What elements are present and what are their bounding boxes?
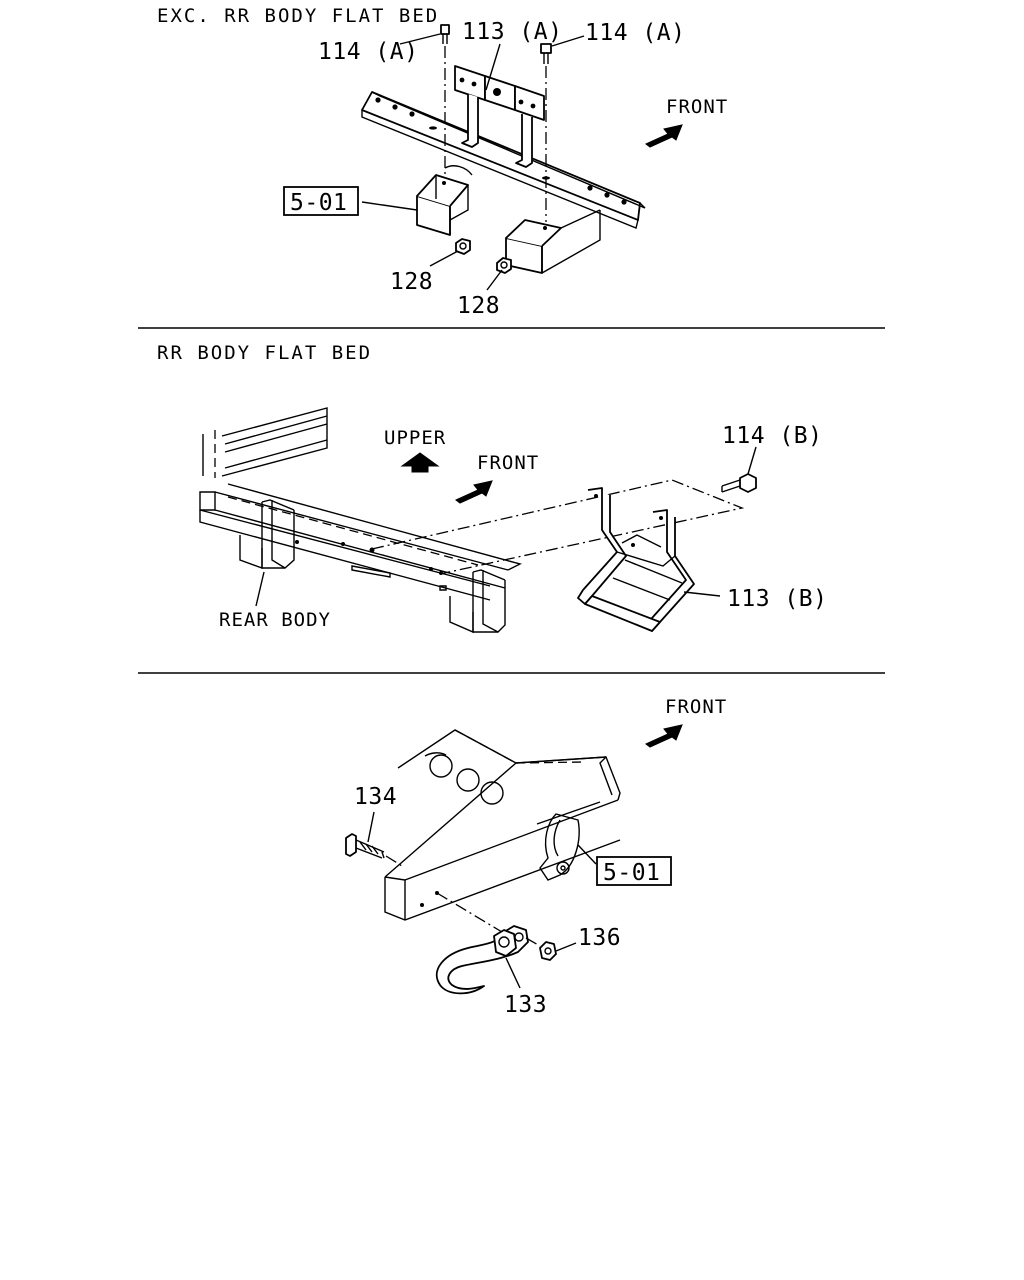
tow-hook-133 <box>435 925 529 995</box>
label-136: 136 <box>578 925 621 951</box>
label-5-01-top: 5-01 <box>290 190 347 216</box>
upper-label: UPPER <box>384 427 446 449</box>
rear-sill <box>199 483 522 601</box>
label-134: 134 <box>354 784 397 810</box>
front-arrow-icon <box>645 124 683 148</box>
section-title-top: EXC. RR BODY FLAT BED <box>157 5 439 27</box>
front-label-bottom: FRONT <box>665 696 727 718</box>
frame-end-left <box>416 165 473 236</box>
section-title-middle: RR BODY FLAT BED <box>157 342 372 364</box>
front-label-middle: FRONT <box>477 452 539 474</box>
label-114a-left: 114 (A) <box>318 39 418 65</box>
section-rr-body-flat-bed: RR BODY FLAT BED <box>157 342 827 634</box>
label-5-01-bottom: 5-01 <box>603 860 660 886</box>
bracket-113b <box>577 487 695 632</box>
ref-box-5-01-top <box>283 186 359 216</box>
cross-member <box>361 91 646 229</box>
nut-128-left <box>455 238 471 255</box>
bolt-114b <box>721 473 757 493</box>
nut-136 <box>525 937 557 961</box>
label-128-left: 128 <box>390 269 433 295</box>
upper-arrow-icon <box>400 452 440 473</box>
bolt-134 <box>345 833 385 859</box>
label-rear-body: REAR BODY <box>219 609 331 631</box>
hook-bracket <box>539 813 580 881</box>
rear-body-panel <box>202 407 328 478</box>
label-113a: 113 (A) <box>462 19 562 45</box>
label-114a-right: 114 (A) <box>585 20 685 46</box>
frame-rail <box>384 729 621 921</box>
bracket-113a <box>454 65 545 168</box>
frame-end-right <box>505 209 601 274</box>
bolt-114a-right <box>540 43 552 64</box>
front-arrow-icon-middle <box>455 480 493 504</box>
body-leg-right <box>449 569 506 634</box>
label-113b: 113 (B) <box>727 586 827 612</box>
nut-128-right <box>496 257 512 274</box>
body-leg-left <box>239 499 295 569</box>
section-tow-hook: FRONT <box>345 696 727 1018</box>
bolt-114a-left <box>440 24 450 44</box>
label-133: 133 <box>504 992 547 1018</box>
section-exc-rr-body-flat-bed: EXC. RR BODY FLAT BED <box>157 5 728 319</box>
label-114b: 114 (B) <box>722 423 822 449</box>
front-arrow-icon-bottom <box>645 724 683 748</box>
ref-box-5-01-bottom <box>596 856 672 886</box>
label-128-right: 128 <box>457 293 500 319</box>
front-label-top: FRONT <box>666 96 728 118</box>
